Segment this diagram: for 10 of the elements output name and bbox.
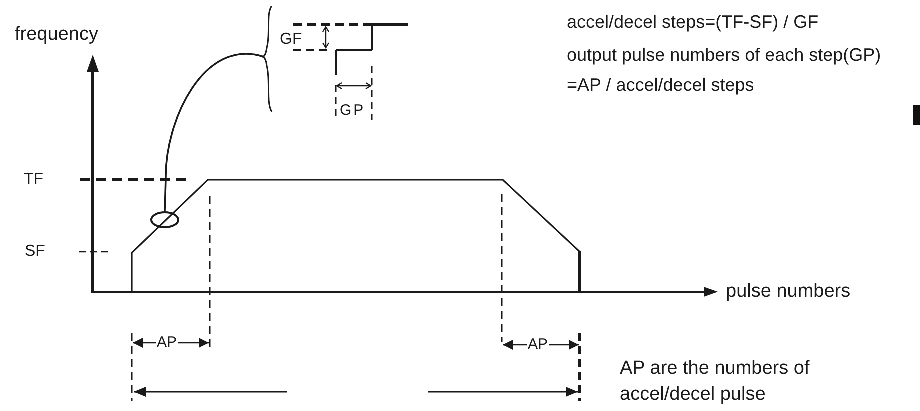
formula-text: output pulse numbers of each step(GP) =AP / accel/decel steps [567,44,882,97]
axis-tick-label: TF [24,170,44,190]
note-text: AP are the numbers of accel/decel pulse [620,357,811,407]
dimension-label: GP [340,102,366,120]
axis-tick-label: SF [25,242,46,262]
formula-text: accel/decel steps=(TF-SF) / GF [567,11,819,34]
leader-line [164,53,264,212]
dimension-label: GF [280,31,302,49]
axis-label: pulse numbers [726,280,851,304]
axis-label: frequency [15,24,98,46]
